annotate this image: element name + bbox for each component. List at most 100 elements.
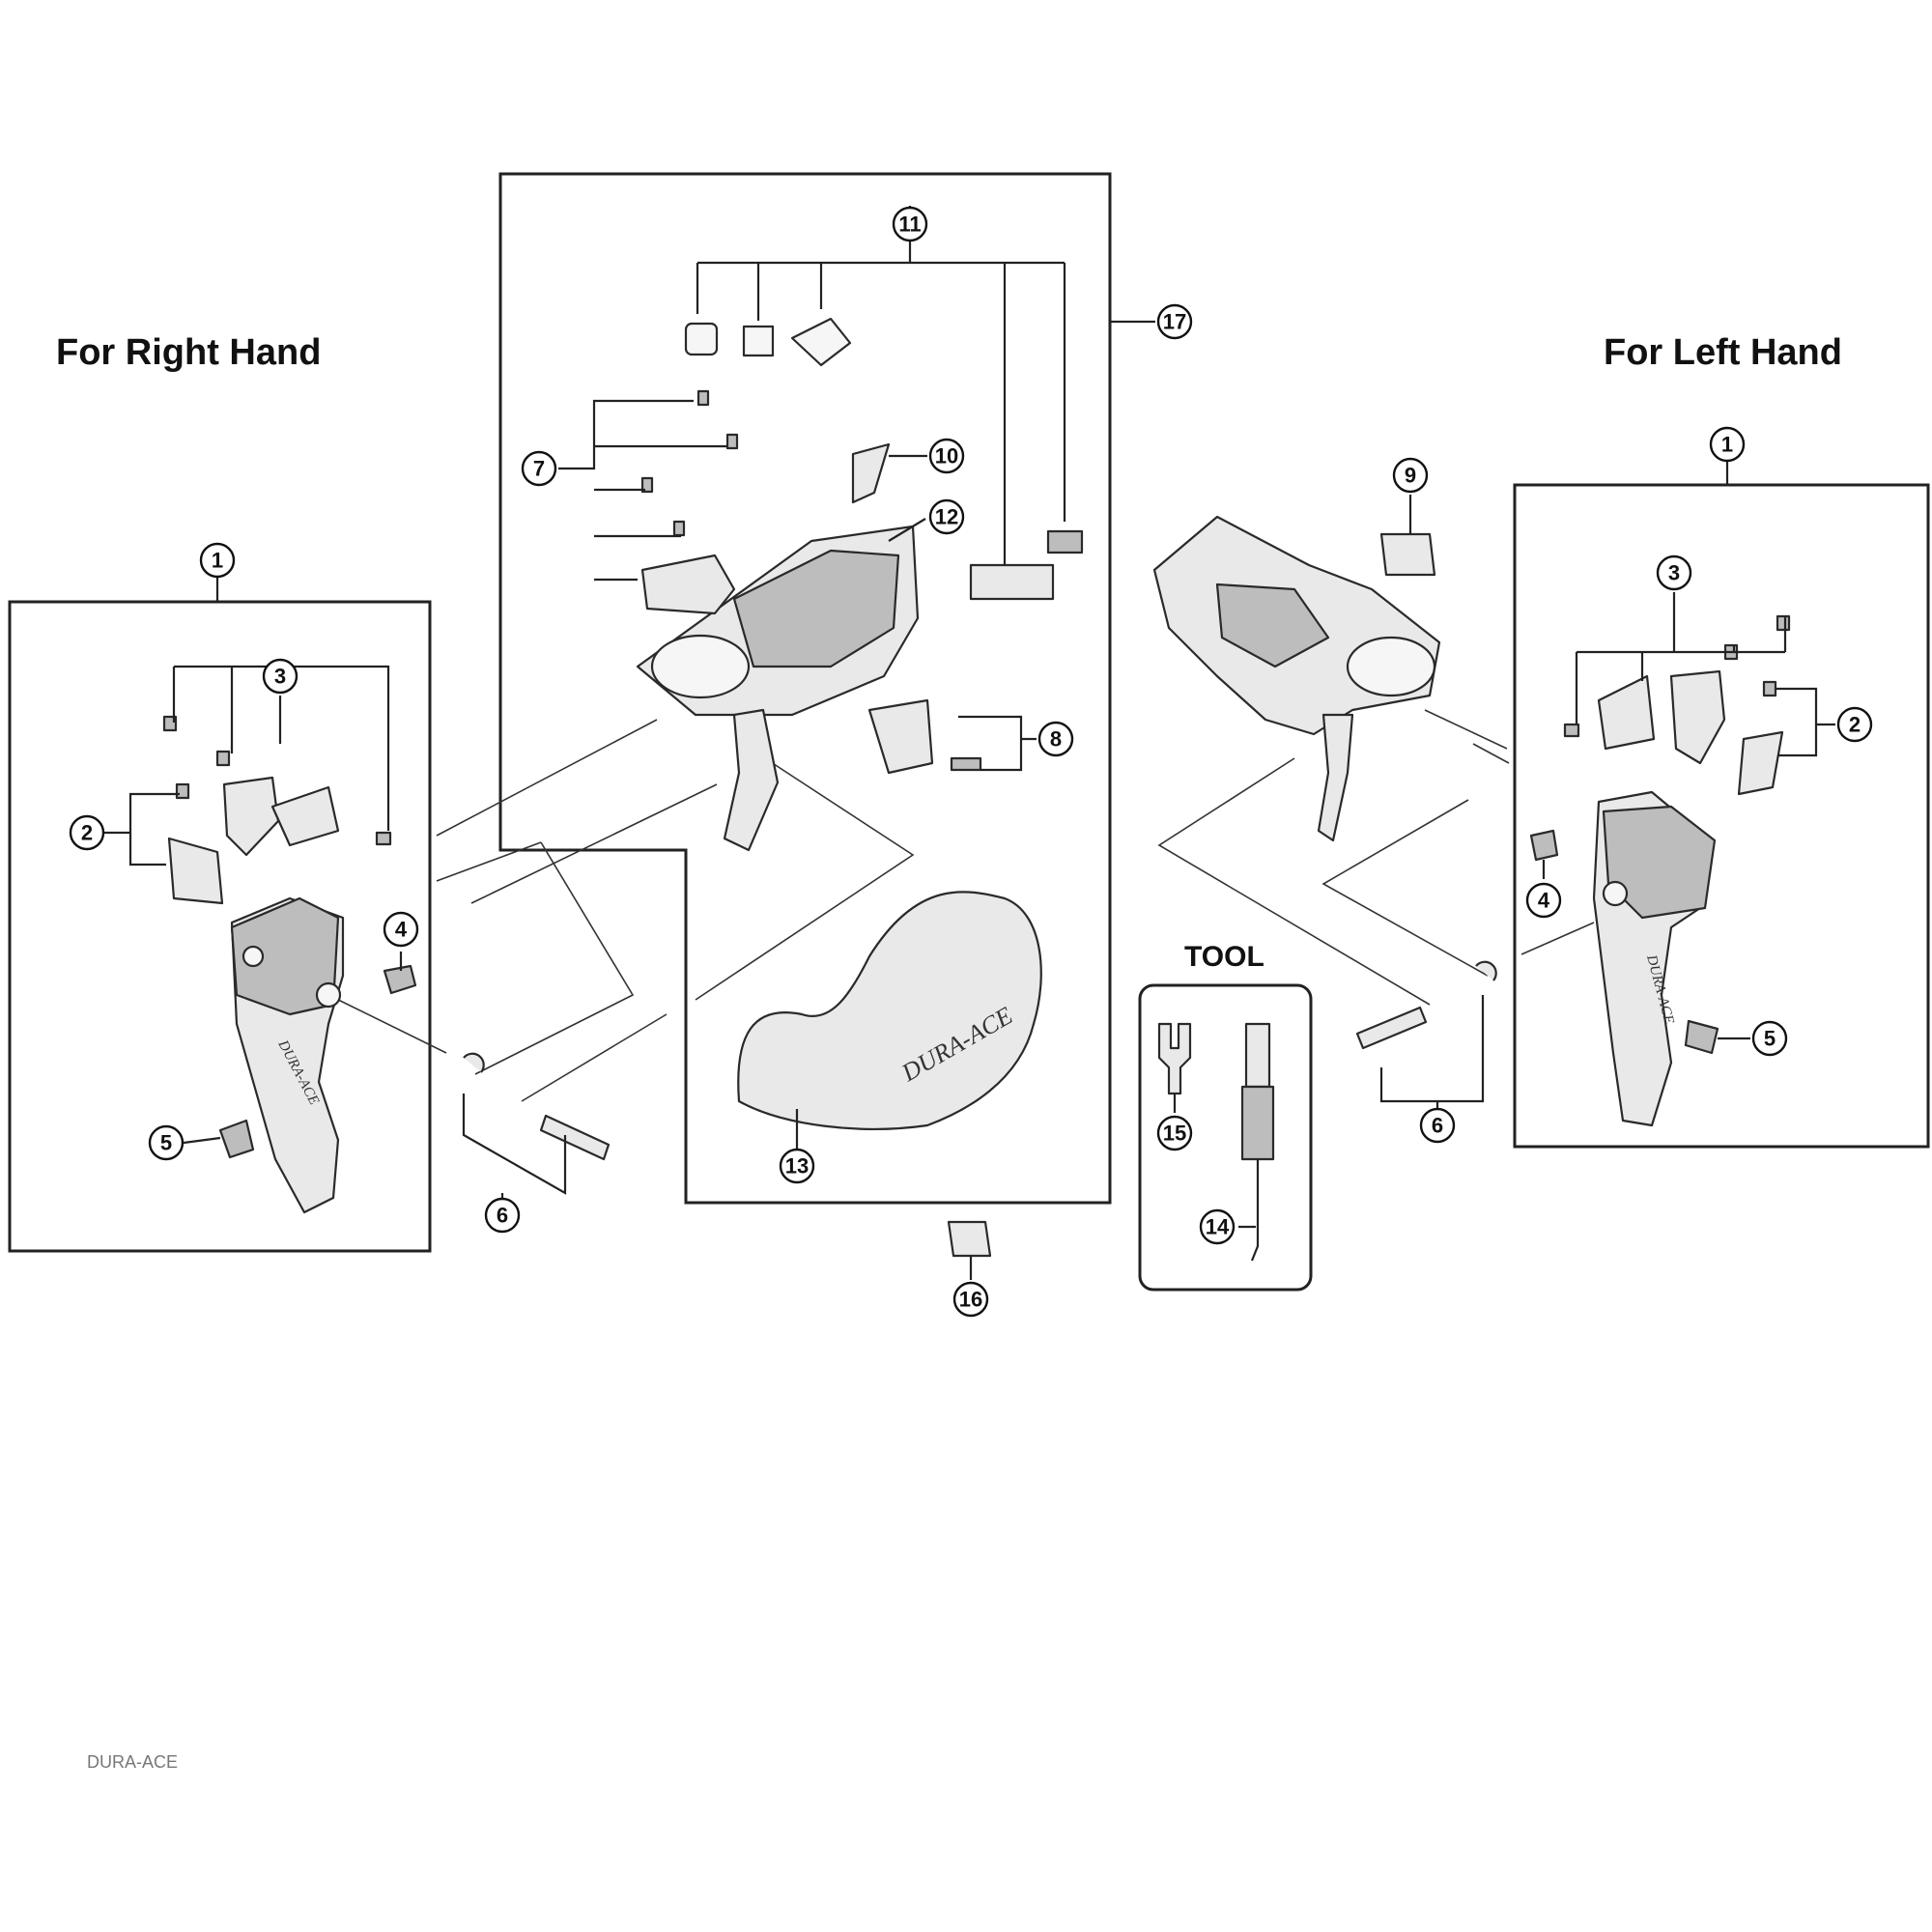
- right-shift-bracket: [222, 776, 280, 857]
- callout-2-right: 2: [69, 814, 105, 851]
- callout-9: 9: [1392, 457, 1429, 494]
- callout-6-left: 6: [1419, 1107, 1456, 1144]
- main-bracket-8: [867, 698, 934, 775]
- callout-8: 8: [1037, 721, 1074, 757]
- callout-7: 7: [521, 450, 557, 487]
- left-pin-assembly: [1355, 960, 1497, 1116]
- main-spring-10: [851, 442, 891, 504]
- callout-14: 14: [1199, 1208, 1236, 1245]
- left-lever-plate-2: [1737, 730, 1784, 796]
- callout-1-left: 1: [1709, 426, 1746, 463]
- right-pivot-hole: [315, 981, 342, 1009]
- callout-4-left: 4: [1525, 882, 1562, 919]
- svg-text:6: 6: [497, 1204, 508, 1228]
- heading-tool: TOOL: [1184, 941, 1264, 973]
- heading-left-hand: For Left Hand: [1604, 332, 1842, 373]
- svg-text:3: 3: [1668, 561, 1680, 585]
- right-e-clip: [463, 1052, 485, 1073]
- right-hand-lever-frame: [8, 600, 432, 1253]
- callout-5-left: 5: [1751, 1020, 1788, 1057]
- right-leader-lines: [101, 578, 403, 1145]
- tool-frame: [1138, 983, 1313, 1292]
- main-screw-7a: [696, 389, 710, 407]
- left-grip-5: [1684, 1019, 1719, 1055]
- left-main-body: [1152, 495, 1441, 842]
- callout-3-left: 3: [1656, 554, 1692, 591]
- svg-text:2: 2: [81, 821, 93, 845]
- main-fixing-11c: [790, 317, 852, 367]
- right-screw-b: [175, 782, 190, 800]
- left-inner-cover: [1669, 669, 1726, 765]
- svg-text:1: 1: [212, 549, 223, 573]
- left-hand-lever-assembly: DURA-ACE: [1529, 614, 1791, 1127]
- svg-text:17: 17: [1163, 310, 1186, 334]
- right-hand-lever-assembly: DURA-ACE: [162, 715, 417, 1214]
- left-pivot-hole: [1602, 880, 1629, 907]
- svg-text:11: 11: [898, 213, 921, 237]
- callout-2-left: 2: [1836, 706, 1873, 743]
- svg-text:4: 4: [1538, 889, 1550, 913]
- left-e-clip: [1475, 960, 1497, 981]
- main-top-cup: [650, 634, 751, 699]
- right-screw-d: [375, 831, 392, 846]
- callout-16: 16: [952, 1281, 989, 1318]
- main-band-clamp: [969, 563, 1055, 601]
- callout-3-right: 3: [262, 658, 298, 695]
- right-lever-plate: [270, 785, 340, 847]
- callout-15: 15: [1156, 1115, 1193, 1151]
- tool-assembly: [1157, 1022, 1275, 1262]
- main-screw-7d: [672, 520, 686, 537]
- footer-fragment: DURA-ACE: [87, 1752, 178, 1772]
- right-grip-5: [218, 1119, 255, 1159]
- svg-text:5: 5: [160, 1131, 172, 1155]
- left-screw-d: [1776, 614, 1791, 632]
- left-shift-bracket: [1597, 674, 1656, 751]
- svg-text:7: 7: [533, 457, 545, 481]
- main-body-inner: [732, 549, 900, 668]
- svg-text:9: 9: [1405, 464, 1416, 488]
- left-screw-a: [1563, 723, 1580, 738]
- tool-14-handle: [1240, 1085, 1275, 1161]
- part-16-sleeve: [947, 1220, 992, 1258]
- main-body-frame: [498, 172, 1112, 1205]
- main-screw-7b: [725, 433, 739, 450]
- right-pin-assembly: [462, 1052, 611, 1212]
- callout-4-right: 4: [383, 911, 419, 948]
- left-top-cup: [1346, 636, 1436, 697]
- svg-text:8: 8: [1050, 727, 1062, 752]
- main-washer-11b: [742, 325, 775, 357]
- svg-text:15: 15: [1163, 1122, 1186, 1146]
- callout-17: 17: [1156, 303, 1193, 340]
- left-cap-4: [1529, 829, 1559, 862]
- right-screw-c: [215, 750, 231, 767]
- svg-text:3: 3: [274, 665, 286, 689]
- left-leader-lines: [1542, 462, 1835, 1040]
- main-clamp-bolt: [1046, 529, 1084, 554]
- left-body-inner: [1215, 582, 1330, 668]
- assembly-guide-lines: [327, 709, 1595, 1102]
- callout-10: 10: [928, 438, 965, 474]
- main-screw-7c: [640, 476, 654, 494]
- callout-6-right: 6: [484, 1197, 521, 1234]
- callout-1-right: 1: [199, 542, 236, 579]
- left-pin: [1355, 1006, 1428, 1050]
- main-top-cap: [640, 554, 736, 615]
- callout-11: 11: [892, 206, 928, 242]
- main-bolt-8: [950, 756, 982, 772]
- right-pin: [539, 1114, 611, 1161]
- callout-5-right: 5: [148, 1124, 185, 1161]
- svg-text:14: 14: [1206, 1215, 1230, 1239]
- rubber-hood: DURA-ACE: [737, 891, 1042, 1154]
- right-inner-cover: [167, 837, 224, 905]
- svg-text:2: 2: [1849, 713, 1861, 737]
- svg-text:13: 13: [785, 1154, 809, 1179]
- main-nut-11a: [684, 322, 719, 356]
- svg-text:6: 6: [1432, 1114, 1443, 1138]
- main-brake-blade: [723, 708, 780, 852]
- callout-12: 12: [928, 498, 965, 535]
- svg-text:16: 16: [959, 1288, 982, 1312]
- left-hand-lever-frame: [1513, 483, 1930, 1149]
- tool-15-fork: [1157, 1022, 1192, 1095]
- tool-14-upper: [1244, 1022, 1271, 1089]
